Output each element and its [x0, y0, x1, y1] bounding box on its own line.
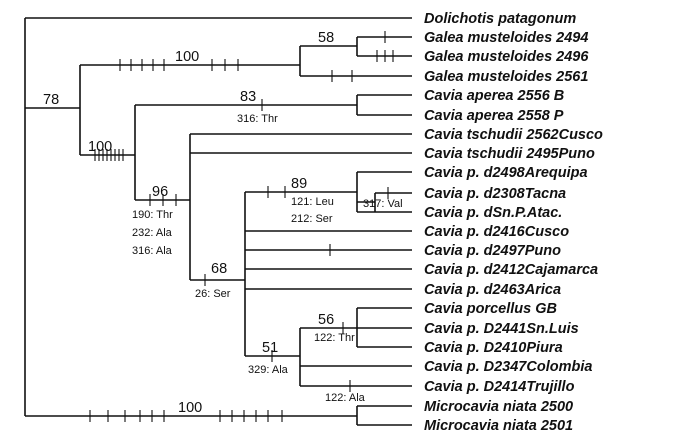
support-value-tschudii-porcellus: 96	[152, 184, 168, 200]
taxon-label: Galea musteloides 2494	[424, 30, 588, 46]
support-value-galea: 100	[175, 49, 199, 65]
support-value-cavia: 100	[88, 139, 112, 155]
support-value-galea-pair: 58	[318, 30, 334, 46]
taxon-label: Cavia aperea 2558 P	[424, 108, 564, 124]
substitution-label: 316: Ala	[132, 245, 173, 257]
taxon-label: Cavia p. d2412Cajamarca	[424, 262, 598, 278]
taxon-label: Cavia p. d2308Tacna	[424, 186, 566, 202]
support-value-microcavia: 100	[178, 400, 202, 416]
substitution-label: 122: Thr	[314, 332, 355, 344]
substitution-label: 329: Ala	[248, 364, 289, 376]
substitution-label: 122: Ala	[325, 392, 366, 404]
support-value-aperea: 83	[240, 89, 256, 105]
substitution-label: 212: Ser	[291, 213, 333, 225]
substitution-label: 121: Leu	[291, 196, 334, 208]
taxon-label: Cavia porcellus GB	[424, 301, 557, 317]
taxon-label: Cavia p. D2347Colombia	[424, 359, 592, 375]
taxon-label: Cavia tschudii 2495Puno	[424, 146, 595, 162]
support-value-northern: 51	[262, 340, 278, 356]
taxon-label: Galea musteloides 2496	[424, 49, 589, 65]
taxon-label: Cavia p. d2463Arica	[424, 282, 561, 298]
taxon-label: Cavia p. D2410Piura	[424, 340, 563, 356]
support-value-gb-group: 56	[318, 312, 334, 328]
taxon-label: Cavia p. d2416Cusco	[424, 224, 569, 240]
support-values: 78 100 58 100 83 96 68 89 51 56 100	[43, 30, 334, 416]
taxon-label: Microcavia niata 2501	[424, 418, 573, 434]
taxon-label: Cavia tschudii 2562Cusco	[424, 127, 603, 143]
taxon-label: Dolichotis patagonum	[424, 11, 576, 27]
substitution-label: 317: Val	[363, 198, 403, 210]
taxon-label: Cavia p. d2498Arequipa	[424, 165, 588, 181]
character-ticks	[89, 31, 394, 422]
substitution-label: 316: Thr	[237, 113, 278, 125]
taxon-label: Galea musteloides 2561	[424, 69, 588, 85]
support-value-porcellus: 68	[211, 261, 227, 277]
support-value-southern: 89	[291, 176, 307, 192]
taxon-label: Cavia p. dSn.P.Atac.	[424, 205, 562, 221]
substitution-label: 232: Ala	[132, 227, 173, 239]
support-value-root: 78	[43, 92, 59, 108]
substitution-labels: 316: Thr 190: Thr 232: Ala 316: Ala 26: …	[132, 113, 403, 404]
taxon-label: Microcavia niata 2500	[424, 399, 573, 415]
taxon-label: Cavia p. D2414Trujillo	[424, 379, 575, 395]
taxon-label: Cavia p. d2497Puno	[424, 243, 561, 259]
substitution-label: 26: Ser	[195, 288, 231, 300]
substitution-label: 190: Thr	[132, 209, 173, 221]
taxon-label: Cavia p. D2441Sn.Luis	[424, 321, 579, 337]
taxon-label: Cavia aperea 2556 B	[424, 88, 564, 104]
tree-branches	[24, 17, 412, 426]
taxon-labels: Dolichotis patagonum Galea musteloides 2…	[424, 11, 603, 434]
